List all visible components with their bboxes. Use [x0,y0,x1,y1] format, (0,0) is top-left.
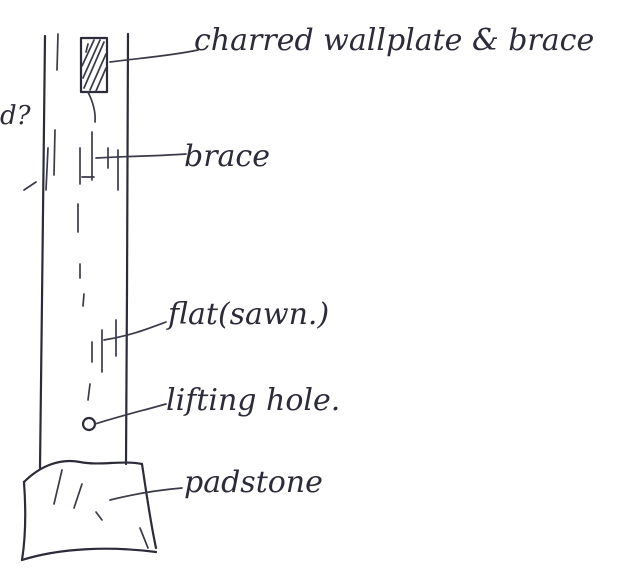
post-outline [38,32,130,470]
lifting-hole [81,416,97,432]
padstone [20,459,158,562]
padstone-label: padstone [184,465,323,500]
brace-marks [23,131,119,307]
brace-label: brace [184,139,270,174]
leader-lines [94,49,199,501]
flat-sawn-marks [87,319,117,401]
flat-label: flat(sawn.) [166,297,329,332]
wallplate-label: charred wallplate & brace [194,23,594,58]
lifting-hole-label: lifting hole. [166,383,340,418]
charred-wallplate-block [79,36,109,123]
margin-note: d? [0,101,32,131]
